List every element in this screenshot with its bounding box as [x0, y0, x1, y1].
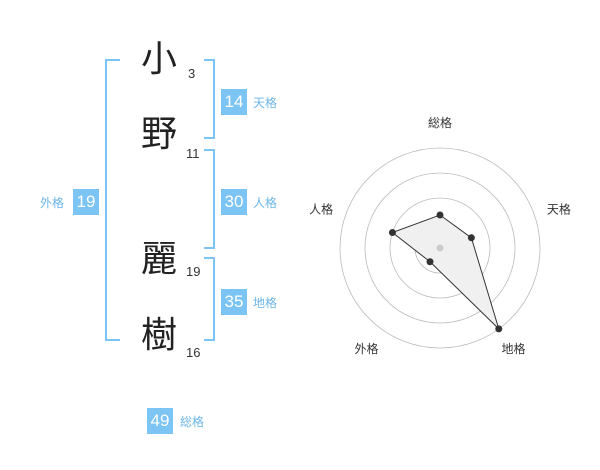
radar-point-1	[467, 234, 475, 242]
radar-grid-ring-2	[389, 197, 491, 299]
jinkaku-value: 30	[221, 189, 247, 215]
gaikaku-value: 19	[73, 189, 99, 215]
radar-axis-label-4: 人格	[309, 201, 333, 216]
tenkaku-value: 14	[221, 89, 247, 115]
chikaku-label: 地格	[253, 296, 278, 310]
radar-axis-label-1: 天格	[547, 201, 571, 216]
radar-grid-ring-4	[339, 147, 541, 349]
tenkaku-label: 天格	[253, 96, 278, 110]
radar-point-0	[436, 211, 444, 219]
name-char-1: 小	[141, 39, 178, 80]
radar-axis-label-2: 地格	[501, 341, 525, 356]
radar-center-dot	[436, 244, 444, 252]
chikaku-bracket	[204, 257, 215, 341]
radar-axis-label-3: 外格	[355, 341, 379, 356]
name-char-3: 麗	[141, 239, 178, 280]
radar-points	[388, 211, 503, 333]
radar-point-2	[495, 325, 503, 333]
radar-grid	[339, 147, 541, 349]
tenkaku-bracket	[204, 59, 215, 139]
gaikaku-bracket	[105, 59, 120, 341]
soukaku-label: 総格	[180, 415, 205, 429]
name-char-4: 樹	[141, 315, 178, 356]
radar-point-4	[388, 229, 396, 237]
name-char-2: 野	[141, 114, 178, 155]
radar-grid-ring-3	[364, 172, 516, 324]
stroke-count-2: 11	[186, 146, 200, 161]
radar-point-3	[426, 258, 434, 266]
radar-axis-label-0: 総格	[428, 115, 452, 130]
jinkaku-bracket	[204, 149, 215, 249]
soukaku-value: 49	[147, 408, 173, 434]
chikaku-value: 35	[221, 289, 247, 315]
stroke-count-4: 16	[186, 345, 201, 360]
radar-data-polygon	[391, 214, 500, 330]
stroke-count-3: 19	[186, 264, 201, 279]
stroke-count-1: 3	[188, 66, 196, 81]
jinkaku-label: 人格	[253, 196, 278, 210]
gaikaku-label: 外格	[40, 196, 65, 210]
